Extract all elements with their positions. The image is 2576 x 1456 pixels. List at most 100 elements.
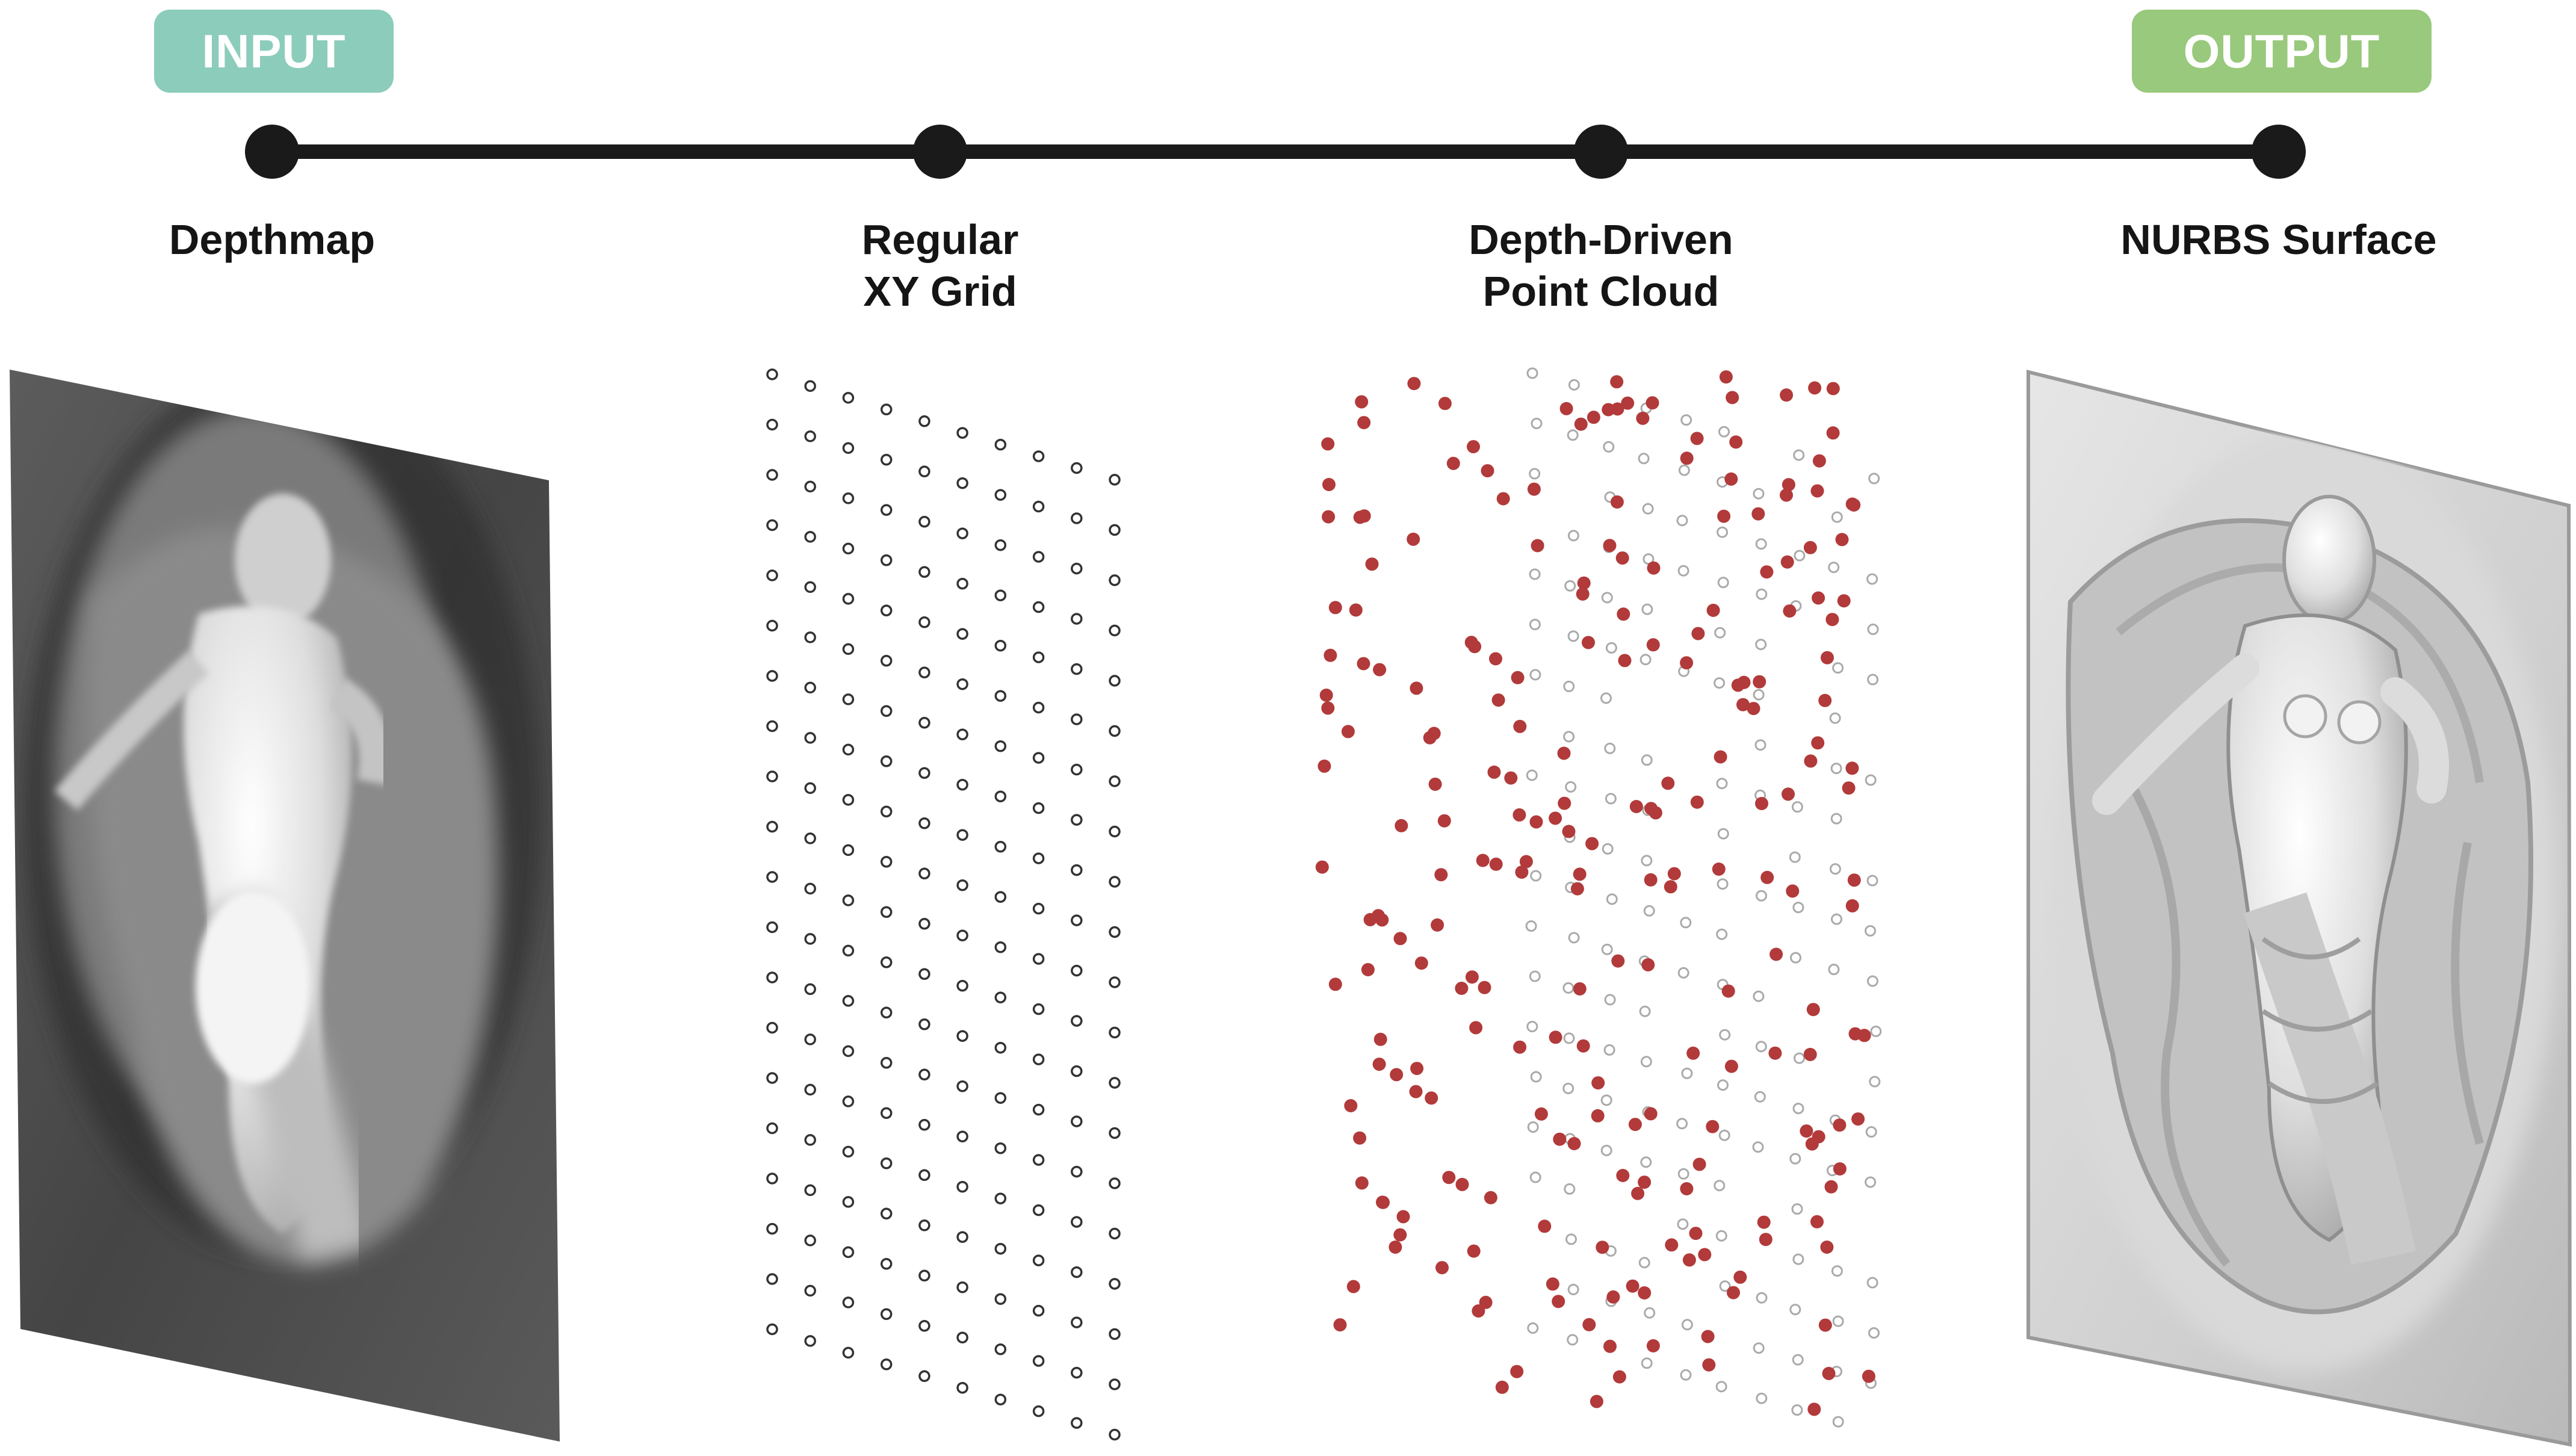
grid-point xyxy=(956,1381,968,1394)
cloud-point-depth xyxy=(1372,909,1385,923)
grid-point xyxy=(804,1335,816,1347)
grid-point xyxy=(1071,1216,1083,1228)
grid-point xyxy=(1071,914,1083,926)
grid-point xyxy=(1071,1366,1083,1379)
grid-point xyxy=(956,477,968,489)
cloud-point-depth xyxy=(1464,636,1478,649)
cloud-point-depth xyxy=(1395,819,1408,832)
grid-point xyxy=(804,631,816,643)
grid-point xyxy=(880,1006,893,1019)
cloud-point-depth xyxy=(1729,435,1743,449)
grid-point xyxy=(1071,1015,1083,1027)
cloud-point-depth xyxy=(1664,880,1677,894)
timeline-node-depthmap xyxy=(245,125,299,179)
grid-point xyxy=(842,542,855,555)
grid-point xyxy=(766,569,778,581)
cloud-point-depth xyxy=(1857,1029,1871,1042)
grid-point xyxy=(804,430,816,442)
grid-point xyxy=(1071,562,1083,575)
cloud-point-depth xyxy=(1489,652,1502,666)
cloud-point-depth xyxy=(1465,970,1479,984)
cloud-point-depth xyxy=(1818,693,1832,707)
cloud-point-depth xyxy=(1646,638,1660,652)
cloud-point-depth xyxy=(1822,1366,1836,1380)
grid-point xyxy=(1109,1127,1121,1139)
grid-point xyxy=(918,767,930,779)
grid-point xyxy=(918,516,930,528)
grid-point xyxy=(766,1021,778,1034)
cloud-point-depth xyxy=(1736,698,1750,711)
cloud-point-depth xyxy=(1812,591,1825,605)
cloud-point-grid xyxy=(1567,630,1579,642)
cloud-point-grid xyxy=(1529,619,1541,630)
grid-point xyxy=(880,454,893,466)
cloud-point-grid xyxy=(1565,1233,1577,1245)
grid-point xyxy=(804,1184,816,1197)
cloud-point-depth xyxy=(1800,1124,1813,1138)
grid-point xyxy=(1109,624,1121,637)
cloud-point-depth xyxy=(1726,391,1739,404)
cloud-point-grid xyxy=(1830,813,1842,825)
grid-point xyxy=(1109,1378,1121,1390)
grid-point xyxy=(804,1284,816,1297)
cloud-point-grid xyxy=(1719,1280,1731,1292)
cloud-point-depth xyxy=(1322,478,1336,491)
cloud-point-depth xyxy=(1737,675,1751,689)
cloud-point-grid xyxy=(1563,1032,1575,1044)
grid-point xyxy=(956,1180,968,1193)
cloud-point-grid xyxy=(1527,1322,1539,1334)
cloud-point-depth xyxy=(1389,1241,1402,1254)
cloud-point-depth xyxy=(1376,1195,1389,1209)
cloud-point-depth xyxy=(1760,565,1774,579)
cloud-point-depth xyxy=(1724,1059,1738,1073)
grid-point xyxy=(766,820,778,833)
grid-point xyxy=(994,740,1007,752)
cloud-point-depth xyxy=(1714,750,1727,764)
cloud-point-depth xyxy=(1833,1118,1847,1132)
grid-point xyxy=(842,1196,855,1208)
grid-point xyxy=(994,991,1007,1003)
cloud-point-grid xyxy=(1604,994,1616,1006)
cloud-point-depth xyxy=(1698,1248,1712,1262)
output-badge-label: OUTPUT xyxy=(2183,24,2380,78)
grid-point xyxy=(880,655,893,667)
cloud-point-depth xyxy=(1747,702,1760,716)
grid-point xyxy=(918,1018,930,1030)
cloud-point-depth xyxy=(1534,1107,1548,1121)
cloud-point-grid xyxy=(1752,1141,1764,1153)
grid-point xyxy=(1032,1204,1045,1216)
cloud-point-depth xyxy=(1491,693,1505,707)
cloud-point-depth xyxy=(1682,1253,1696,1267)
cloud-point-depth xyxy=(1615,551,1629,565)
grid-point xyxy=(1071,1417,1083,1429)
grid-point xyxy=(918,666,930,679)
cloud-point-grid xyxy=(1643,905,1655,917)
grid-point xyxy=(880,1258,893,1270)
grid-point xyxy=(994,840,1007,853)
grid-point xyxy=(766,1122,778,1135)
cloud-point-depth xyxy=(1719,370,1733,384)
cloud-point-grid xyxy=(1644,1307,1656,1319)
cloud-point-grid xyxy=(1605,642,1617,654)
grid-point xyxy=(956,1231,968,1243)
cloud-point-grid xyxy=(1831,1265,1843,1277)
grid-point xyxy=(880,856,893,868)
cloud-point-depth xyxy=(1805,1137,1819,1151)
grid-point xyxy=(918,616,930,628)
cloud-point-grid xyxy=(1792,1103,1804,1115)
cloud-point-depth xyxy=(1807,1402,1821,1416)
grid-point xyxy=(880,805,893,818)
cloud-point-grid xyxy=(1605,793,1617,805)
grid-point xyxy=(880,755,893,767)
grid-point xyxy=(842,693,855,705)
cloud-point-grid xyxy=(1829,863,1841,875)
cloud-point-grid xyxy=(1562,982,1574,994)
grid-point xyxy=(918,918,930,930)
cloud-point-grid xyxy=(1868,1327,1880,1339)
grid-point xyxy=(880,956,893,968)
grid-point xyxy=(842,743,855,756)
grid-point xyxy=(956,1080,968,1092)
cloud-point-depth xyxy=(1842,781,1856,795)
cloud-point-depth xyxy=(1680,656,1694,670)
cloud-point-depth xyxy=(1435,1261,1449,1275)
